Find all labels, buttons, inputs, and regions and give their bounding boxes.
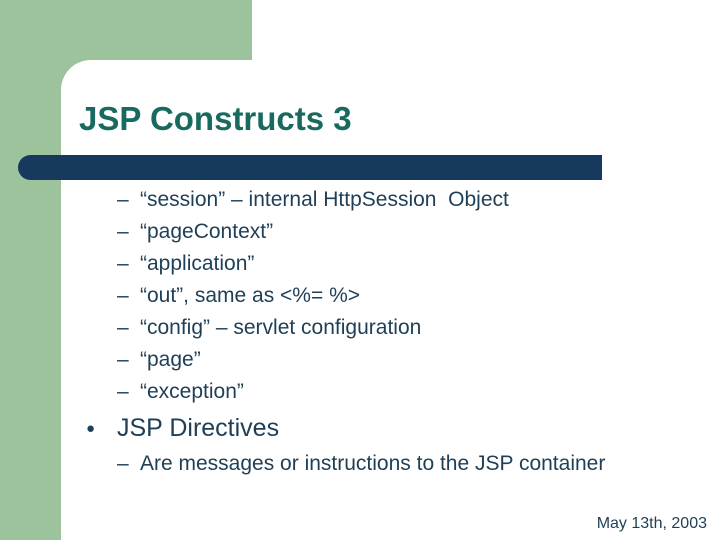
dash-bullet-icon: –	[117, 252, 129, 275]
list-item: – “session” – internal HttpSession Objec…	[0, 184, 720, 216]
list-item: ● JSP Directives	[0, 408, 720, 448]
bullet-text: “out”, same as <%= %>	[140, 284, 361, 307]
dash-bullet-icon: –	[117, 220, 129, 243]
bullet-text: “config” – servlet configuration	[140, 316, 422, 339]
slide-title: JSP Constructs 3	[79, 100, 352, 137]
bullet-text: “exception”	[140, 380, 244, 403]
bullet-text: “pageContext”	[140, 220, 274, 243]
list-item: – “exception”	[0, 376, 720, 408]
dash-bullet-icon: –	[117, 316, 129, 339]
list-item: – “config” – servlet configuration	[0, 312, 720, 344]
bullet-text: Are messages or instructions to the JSP …	[140, 452, 606, 475]
dot-bullet-icon: ●	[86, 419, 96, 437]
bullet-list: – “session” – internal HttpSession Objec…	[0, 184, 720, 480]
bullet-text: “page”	[140, 348, 201, 371]
list-item: – “application”	[0, 248, 720, 280]
dash-bullet-icon: –	[117, 380, 129, 403]
dash-bullet-icon: –	[117, 348, 129, 371]
dash-bullet-icon: –	[117, 284, 129, 307]
list-item: – Are messages or instructions to the JS…	[0, 448, 720, 480]
bullet-text: JSP Directives	[117, 413, 280, 442]
content-canvas	[61, 60, 720, 540]
dash-bullet-icon: –	[117, 188, 129, 211]
list-item: – “out”, same as <%= %>	[0, 280, 720, 312]
title-accent-bar	[18, 155, 602, 180]
slide-date: May 13th, 2003	[596, 515, 707, 532]
bullet-text: “session” – internal HttpSession Object	[140, 188, 509, 211]
bullet-text: “application”	[140, 252, 255, 275]
list-item: – “pageContext”	[0, 216, 720, 248]
dash-bullet-icon: –	[117, 452, 129, 475]
list-item: – “page”	[0, 344, 720, 376]
